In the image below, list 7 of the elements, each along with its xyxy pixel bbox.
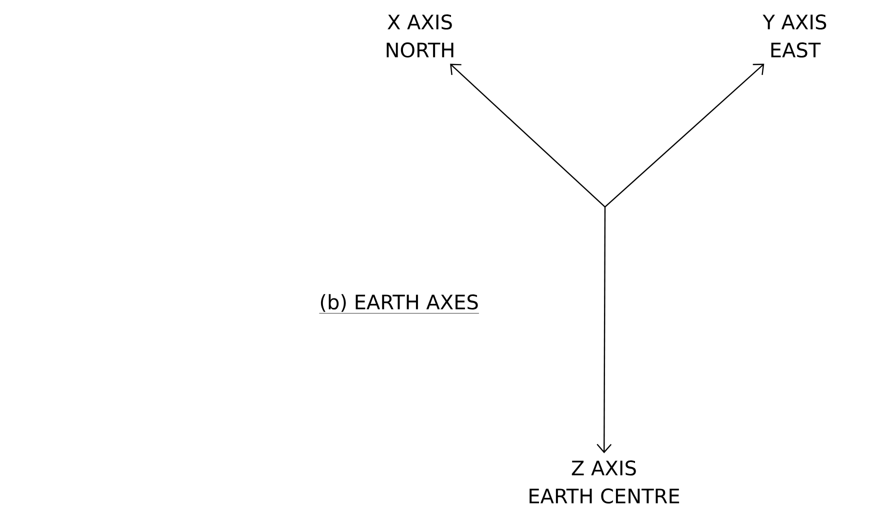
axis-label: Y AXIS EAST xyxy=(762,14,826,58)
axis-label: X AXIS NORTH xyxy=(386,14,454,58)
axis-arrow xyxy=(596,206,612,454)
axis-arrow xyxy=(604,64,764,208)
axis-arrow xyxy=(450,64,606,208)
axis-label: Z AXIS EARTH CENTRE xyxy=(530,460,680,504)
title: (b) EARTH AXES xyxy=(319,294,480,314)
